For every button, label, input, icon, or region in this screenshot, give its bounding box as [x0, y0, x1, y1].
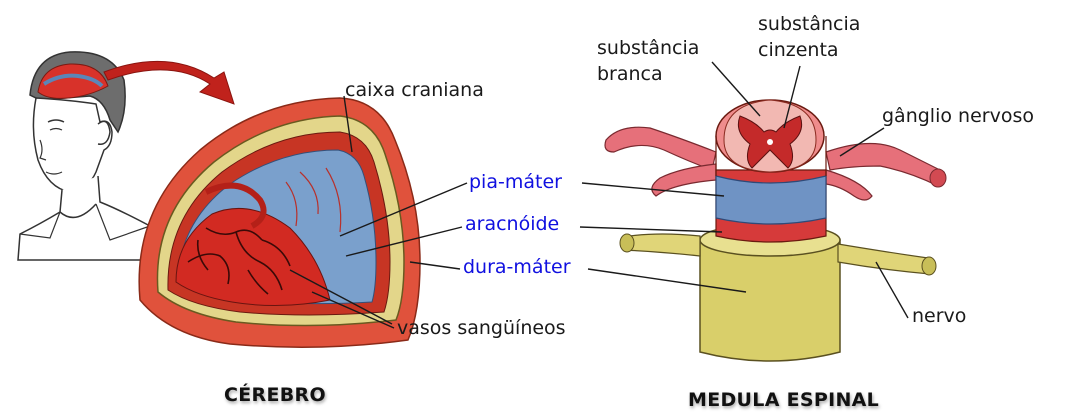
brain-cutaway [139, 98, 420, 347]
spinal-cord [605, 100, 946, 361]
title-cerebro: CÉREBRO [224, 384, 326, 406]
head-illustration [18, 52, 150, 260]
label-vasos-sanguineos: vasos sangüíneos [397, 318, 566, 340]
label-substancia-branca-1: substância [597, 38, 699, 60]
label-dura-mater: dura-máter [463, 257, 571, 279]
label-nervo: nervo [912, 306, 966, 328]
label-pia-mater: pia-máter [469, 172, 562, 194]
label-substancia-branca-2: branca [597, 64, 663, 86]
title-medula-espinal: MEDULA ESPINAL [688, 389, 879, 411]
label-ganglio-nervoso: gânglio nervoso [882, 106, 1034, 128]
label-caixa-craniana: caixa craniana [345, 80, 484, 102]
label-aracnoide: aracnóide [465, 214, 559, 236]
label-substancia-cinzenta-2: cinzenta [758, 40, 839, 62]
label-substancia-cinzenta-1: substância [758, 14, 860, 36]
